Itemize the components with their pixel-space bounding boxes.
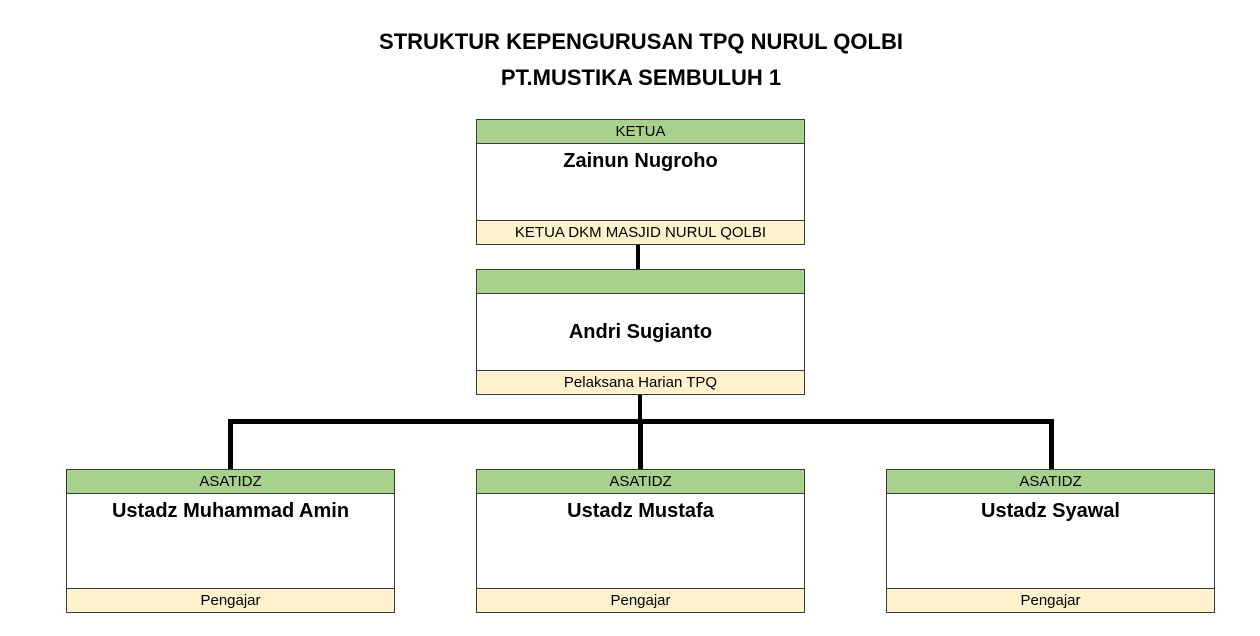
connector-ketua-to-pelaksana bbox=[636, 245, 640, 269]
ustadz-header: ASATIDZ bbox=[887, 470, 1214, 494]
ustadz-header: ASATIDZ bbox=[477, 470, 804, 494]
ustadz-role: Pengajar bbox=[887, 588, 1214, 612]
ketua-box: KETUA Zainun Nugroho KETUA DKM MASJID NU… bbox=[476, 119, 805, 245]
connector-to-ustadz-1 bbox=[228, 419, 233, 469]
connector-to-ustadz-2 bbox=[638, 419, 643, 469]
ketua-header: KETUA bbox=[477, 120, 804, 144]
pelaksana-header bbox=[477, 270, 804, 294]
pelaksana-box: Andri Sugianto Pelaksana Harian TPQ bbox=[476, 269, 805, 395]
ustadz-header: ASATIDZ bbox=[67, 470, 394, 494]
connector-pelaksana-down bbox=[638, 395, 642, 422]
ketua-name: Zainun Nugroho bbox=[563, 150, 718, 172]
ustadz-role: Pengajar bbox=[67, 588, 394, 612]
ustadz-box: ASATIDZ Ustadz Syawal Pengajar bbox=[886, 469, 1215, 613]
chart-subtitle: PT.MUSTIKA SEMBULUH 1 bbox=[500, 65, 782, 90]
connector-to-ustadz-3 bbox=[1049, 419, 1054, 469]
ustadz-name: Ustadz Mustafa bbox=[567, 500, 714, 522]
ustadz-box: ASATIDZ Ustadz Mustafa Pengajar bbox=[476, 469, 805, 613]
pelaksana-name: Andri Sugianto bbox=[568, 321, 713, 343]
ustadz-name: Ustadz Muhammad Amin bbox=[111, 500, 350, 522]
ustadz-name: Ustadz Syawal bbox=[981, 500, 1120, 522]
chart-title: STRUKTUR KEPENGURUSAN TPQ NURUL QOLBI bbox=[379, 29, 903, 54]
ustadz-box: ASATIDZ Ustadz Muhammad Amin Pengajar bbox=[66, 469, 395, 613]
ustadz-role: Pengajar bbox=[477, 588, 804, 612]
ketua-role: KETUA DKM MASJID NURUL QOLBI bbox=[477, 220, 804, 244]
pelaksana-role: Pelaksana Harian TPQ bbox=[477, 370, 804, 394]
